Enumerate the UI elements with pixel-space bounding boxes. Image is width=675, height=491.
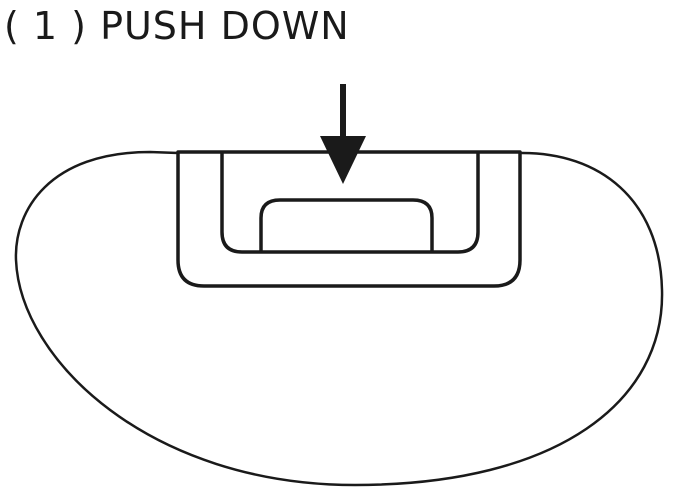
latch-recess-outline <box>220 152 480 254</box>
instruction-caption: ( 1 ) PUSH DOWN <box>4 4 350 48</box>
device-body-outline <box>14 150 664 487</box>
push-button-outline <box>259 198 434 252</box>
latch-housing-outline <box>176 150 522 288</box>
push-down-arrow-icon <box>320 84 366 184</box>
